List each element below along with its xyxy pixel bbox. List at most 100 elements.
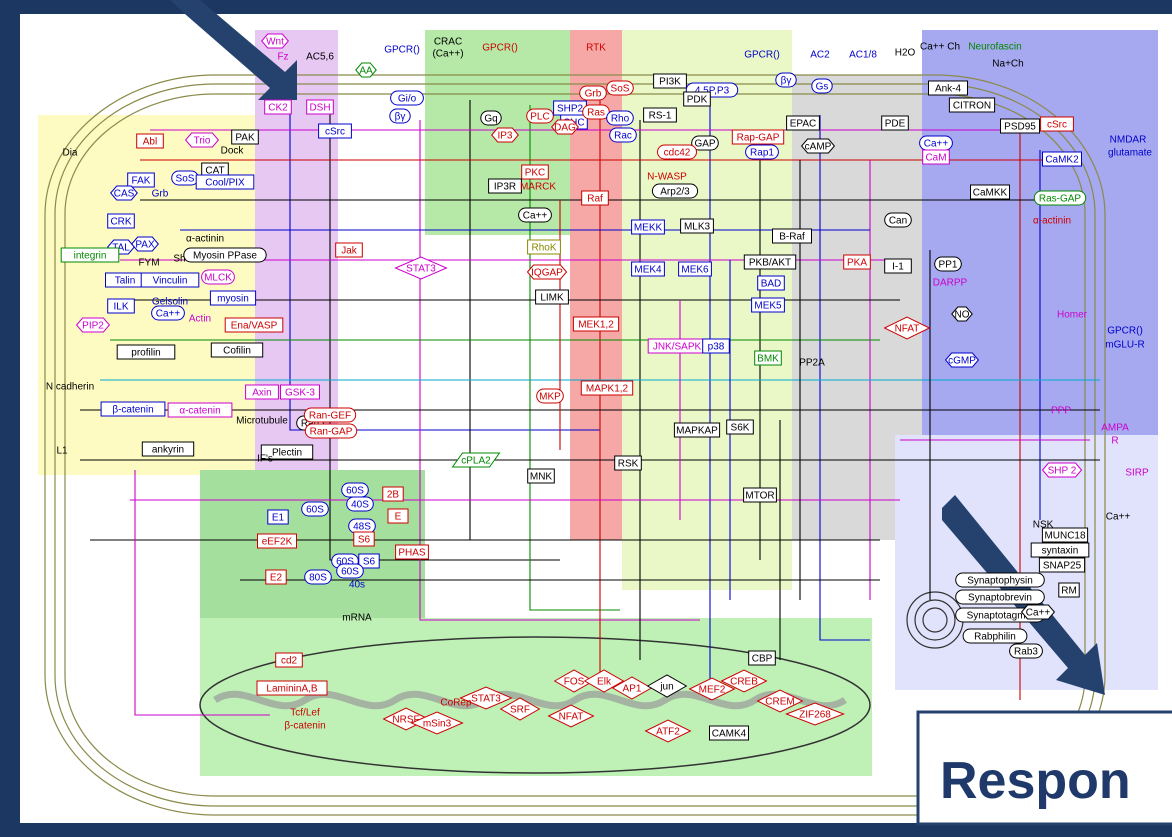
node-label: EPAC: [790, 119, 817, 130]
node-mek5: MEK5: [752, 298, 785, 312]
node-alphaactinin: α-actinin: [1033, 216, 1071, 227]
node-label: 60S: [306, 505, 324, 516]
node-label: N-WASP: [647, 172, 687, 183]
node-label: RM: [1061, 586, 1077, 597]
node-mek6: MEK6: [679, 262, 712, 276]
node-dag: DAG: [552, 120, 579, 134]
node-rap1: Rap1: [746, 145, 779, 159]
node-talin: Talin: [106, 273, 145, 287]
node-limk: LIMK: [536, 290, 569, 304]
node-pdk: PDK: [684, 92, 711, 106]
node-label: DAG: [554, 123, 576, 134]
node-gpcr1: GPCR(): [384, 45, 420, 56]
node-eef2k: eEF2K: [258, 534, 297, 548]
node-label: Actin: [189, 314, 211, 325]
node-gpcr2: GPCR(): [482, 43, 518, 54]
node-label: cSrc: [325, 127, 345, 138]
node-fak: FAK: [128, 173, 155, 187]
node-label: IF's: [257, 454, 273, 465]
node-ras: Ras: [583, 105, 610, 119]
node-ankyrin: ankyrin: [142, 442, 193, 456]
node-s60d: 60S: [337, 564, 364, 578]
node-cap: Ca++: [1106, 512, 1131, 523]
node-label: CAMK4: [712, 729, 747, 740]
node-pp1: PP1: [935, 257, 962, 271]
node-label: Ena/VASP: [231, 321, 278, 332]
node-label: MEKK: [634, 223, 663, 234]
node-label: STAT3: [471, 694, 501, 705]
node-label: Arp2/3: [660, 187, 690, 198]
node-label: IP3: [497, 131, 512, 142]
node-label: β-catenin: [284, 721, 325, 732]
node-grb2: Grb: [152, 189, 169, 200]
node-coolpix: Cool/PIX: [196, 175, 254, 189]
node-label: SRF: [510, 705, 530, 716]
node-rsk: RSK: [615, 456, 642, 470]
node-s2b: 2B: [383, 487, 403, 501]
node-label: S6K: [731, 423, 750, 434]
node-label: H2O: [895, 48, 916, 59]
node-dsh: DSH: [307, 100, 334, 114]
node-profilin: profilin: [117, 345, 175, 359]
node-nmdar: NMDAR: [1110, 135, 1147, 146]
node-label: BAD: [761, 279, 782, 290]
node-label: LIMK: [540, 293, 564, 304]
node-sirp: SIRP: [1125, 468, 1149, 479]
node-label: SIRP: [1125, 468, 1149, 479]
node-label: Vinculin: [153, 276, 188, 287]
node-e1: E1: [268, 510, 288, 524]
node-s6k: S6K: [727, 420, 754, 434]
node-label: Rap1: [750, 148, 774, 159]
node-ac18: AC1/8: [849, 50, 877, 61]
node-label: FOS: [564, 677, 585, 688]
node-label: AA: [359, 66, 373, 77]
node-label: CaM: [925, 153, 946, 164]
node-camk2: CaMK2: [1043, 152, 1082, 166]
node-label: Tcf/Lef: [290, 708, 320, 719]
node-ncadherin: N cadherin: [46, 382, 94, 393]
node-label: cAMP: [805, 142, 832, 153]
node-bmk: BMK: [755, 351, 782, 365]
node-mrna: mRNA: [342, 613, 372, 624]
node-label: Dia: [62, 148, 77, 159]
node-label: cdc42: [664, 148, 691, 159]
node-label: MKP: [539, 392, 561, 403]
node-shp2: SHP2: [554, 101, 587, 115]
node-label: Synaptobrevin: [968, 593, 1032, 604]
node-rapgap: Rap-GAP: [732, 130, 783, 144]
node-label: PLC: [530, 112, 549, 123]
node-label: cd2: [281, 656, 298, 667]
node-myosinppase: Myosin PPase: [184, 248, 266, 262]
node-label: MAPK1,2: [586, 384, 629, 395]
response-label: Respon: [940, 752, 1131, 810]
node-fz: Fz: [277, 52, 288, 63]
node-label: Microtubule: [236, 416, 288, 427]
node-label: MEK5: [754, 301, 782, 312]
node-gio: Gi/o: [391, 91, 424, 105]
node-mlck: MLCK: [202, 270, 235, 284]
node-psd95: PSD95: [1001, 119, 1040, 133]
node-label: PKC: [525, 168, 546, 179]
node-s40b: 40s: [349, 580, 365, 591]
node-label: ZIF268: [799, 710, 831, 721]
node-mlk3: MLK3: [681, 219, 714, 233]
node-label: Trio: [194, 136, 211, 147]
node-label: NMDAR: [1110, 135, 1147, 146]
node-cgmp: cGMP: [946, 353, 979, 367]
node-bg2: βγ: [776, 73, 796, 87]
node-integrin: integrin: [61, 248, 119, 262]
node-microtubule: Microtubule: [236, 416, 288, 427]
node-ip3r: IP3R: [489, 179, 522, 193]
node-ca2: Ca++: [519, 208, 552, 222]
node-label: E2: [270, 573, 283, 584]
node-nach: Na+Ch: [992, 59, 1023, 70]
node-bcatenin: β-catenin: [101, 402, 165, 416]
node-csrc1: cSrc: [319, 124, 352, 138]
node-label: Ras: [587, 108, 605, 119]
node-label: GPCR(): [1107, 326, 1143, 337]
node-label: GPCR(): [384, 45, 420, 56]
node-actinin1: α-actinin: [186, 234, 224, 245]
node-label: RhoK: [531, 243, 556, 254]
node-marck: MARCK: [520, 182, 556, 193]
node-label: NFAT: [559, 712, 584, 723]
